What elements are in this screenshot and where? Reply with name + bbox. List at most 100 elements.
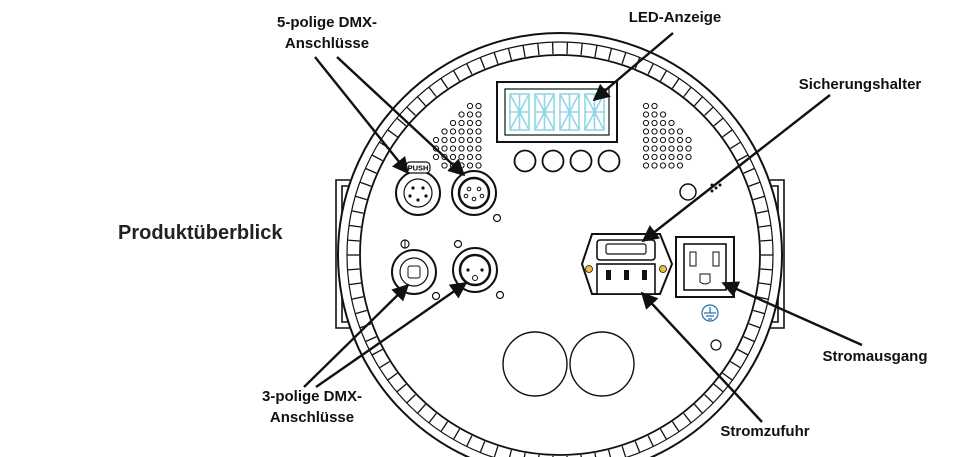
led-menu-buttons <box>513 149 621 173</box>
housing-rib <box>694 96 704 107</box>
housing-rib <box>387 129 398 138</box>
menu-button <box>569 149 593 173</box>
vent-hole <box>659 128 667 135</box>
vent-hole <box>475 119 482 127</box>
housing-rib <box>743 167 755 174</box>
vent-hole <box>475 102 482 110</box>
housing-rib <box>713 117 724 127</box>
vent-hole <box>659 136 667 144</box>
callout-power-out: Stromausgang <box>822 348 928 365</box>
vent-hole <box>685 136 692 144</box>
arrow-dmx5-in <box>314 56 410 175</box>
callout-dmx5-line1: 5-polige DMX- <box>277 14 377 31</box>
vent-hole <box>466 111 474 118</box>
arrow-dmx3-out <box>315 282 468 388</box>
vent-hole <box>685 145 692 152</box>
housing-rib <box>452 70 461 82</box>
housing-rib <box>580 43 583 56</box>
housing-rib <box>748 323 761 329</box>
indicator-dots <box>710 183 722 193</box>
housing-rib <box>379 360 390 369</box>
vent-hole <box>668 136 675 144</box>
housing-rib <box>722 372 733 381</box>
menu-button <box>597 149 621 173</box>
housing-rib <box>522 45 526 58</box>
dmx5-out-connector <box>451 170 502 223</box>
housing-rib <box>753 195 765 201</box>
vent-hole <box>441 162 448 169</box>
housing-rib <box>758 224 772 228</box>
fuse-indicator-left <box>585 265 593 273</box>
callout-dmx5-line2: Anschlüsse <box>284 35 370 52</box>
vent-hole <box>466 136 474 144</box>
dmx5-in-connector: PUSH <box>395 161 441 216</box>
housing-rib <box>621 445 627 457</box>
housing-rib <box>493 445 499 457</box>
housing-rib <box>348 282 362 286</box>
callout-dmx3-connectors: 3-polige DMX- Anschlüsse <box>232 386 392 428</box>
vent-hole <box>676 153 684 161</box>
arrow-power-out <box>721 281 863 347</box>
arrow-dmx5-out <box>336 56 466 177</box>
housing-rib <box>760 268 773 271</box>
housing-rib <box>351 296 364 300</box>
vent-hole <box>651 153 658 161</box>
small-screw <box>710 339 722 351</box>
housing-rib <box>452 428 461 440</box>
housing-rib <box>659 428 668 440</box>
vent-hole <box>458 162 465 169</box>
vent-hole <box>668 153 675 161</box>
vent-hole <box>441 145 448 152</box>
vent-hole <box>432 136 440 144</box>
vent-hole <box>642 111 650 118</box>
housing-rib <box>683 86 692 98</box>
vent-hole <box>651 119 658 127</box>
housing-rib <box>756 296 769 300</box>
vent-hole <box>458 145 465 152</box>
housing-rib <box>479 57 486 69</box>
vent-hole <box>441 128 448 135</box>
vent-hole <box>475 162 482 169</box>
housing-rib <box>647 63 654 75</box>
vent-grille-left <box>432 102 482 169</box>
vent-hole <box>659 162 667 169</box>
ground-symbol-icon <box>701 304 719 322</box>
vent-hole <box>668 128 675 135</box>
vent-hole <box>676 136 684 144</box>
callout-lines <box>303 32 863 423</box>
vent-hole <box>668 162 675 169</box>
housing-rib <box>730 360 741 369</box>
knockout-left <box>502 331 568 397</box>
led-display <box>496 81 618 143</box>
housing-rib <box>758 282 772 286</box>
vent-hole <box>642 128 650 135</box>
housing-rib <box>722 129 733 138</box>
vent-hole <box>466 162 474 169</box>
housing-rib <box>537 43 540 56</box>
callout-fuse-holder: Sicherungshalter <box>798 76 922 93</box>
vent-hole <box>642 119 650 127</box>
vent-hole <box>668 145 675 152</box>
diagram-title: Produktüberblick <box>118 222 283 244</box>
housing-rib <box>365 336 377 343</box>
housing-rib <box>416 96 426 107</box>
knockout-right <box>569 331 635 397</box>
housing-rib <box>359 181 372 187</box>
vent-hole <box>449 136 457 144</box>
housing-rib <box>507 48 513 61</box>
housing-rib <box>428 86 437 98</box>
housing-rib <box>406 394 416 404</box>
housing-rib <box>748 181 761 187</box>
menu-button <box>541 149 565 173</box>
vent-hole <box>651 128 658 135</box>
vent-hole <box>642 102 650 110</box>
housing-rib <box>347 268 360 271</box>
callout-led-display: LED-Anzeige <box>628 9 722 26</box>
housing-rib <box>760 239 773 242</box>
vent-hole <box>466 128 474 135</box>
arrow-led <box>592 32 674 102</box>
housing-rib <box>348 224 362 228</box>
vent-hole <box>475 128 482 135</box>
led-digits <box>509 93 605 131</box>
vent-hole <box>466 119 474 127</box>
